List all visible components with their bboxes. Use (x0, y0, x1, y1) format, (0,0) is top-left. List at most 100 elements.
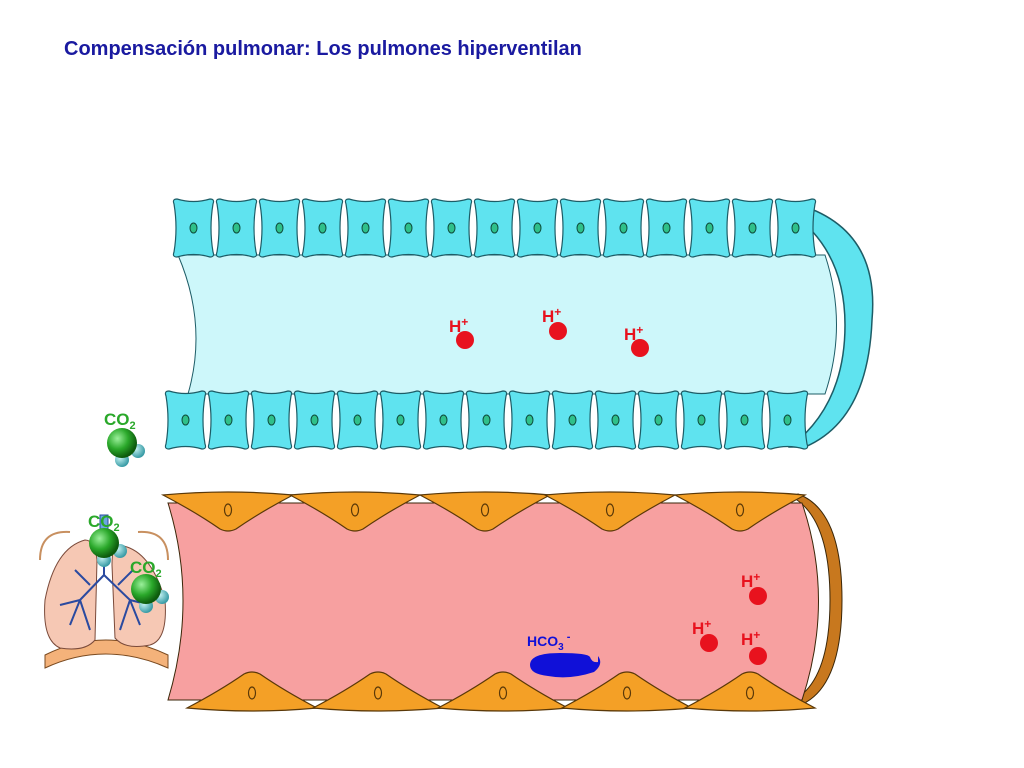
svg-text:H+: H+ (449, 315, 468, 336)
endothelial-cell (559, 671, 695, 712)
cell-nucleus (498, 686, 508, 700)
chest-wall (39, 530, 169, 561)
tubule-cell (215, 198, 258, 258)
co2-molecule-lung-right: CO2 (130, 558, 169, 613)
cell-nucleus (267, 414, 276, 426)
cell-nucleus (662, 222, 671, 234)
bicarbonate-ion: HCO3- (527, 631, 601, 678)
h-plus-sign: + (554, 305, 561, 319)
cell-nucleus (611, 414, 620, 426)
cell-nucleus (318, 222, 327, 234)
cell-nucleus (740, 414, 749, 426)
tubule-cell (723, 390, 766, 450)
tubule-cell (731, 198, 774, 258)
co2-carbon-atom (89, 528, 119, 558)
cell-nucleus (439, 414, 448, 426)
endothelial-cell (417, 491, 553, 532)
cell-nucleus (525, 414, 534, 426)
h-plus-sign: + (461, 315, 468, 329)
cell-nucleus (247, 686, 257, 700)
tubule-cell (766, 390, 809, 450)
cell-nucleus (533, 222, 542, 234)
tubule-lumen (177, 254, 837, 395)
tubule-cell (473, 198, 516, 258)
endothelial-cell (160, 491, 296, 532)
tubule-cell (387, 198, 430, 258)
cell-nucleus (576, 222, 585, 234)
cell-nucleus (482, 414, 491, 426)
tubule-cell (258, 198, 301, 258)
hydrogen-ion-tubule-1: H+ (449, 315, 474, 349)
cell-nucleus (373, 686, 383, 700)
hydrogen-ion-vessel-2: H+ (692, 617, 718, 652)
endothelial-cell (435, 671, 571, 712)
h-label: H (741, 630, 753, 649)
left-lung (44, 539, 98, 650)
cell-nucleus (622, 686, 632, 700)
cell-nucleus (748, 222, 757, 234)
tubule-cell (379, 390, 422, 450)
tubule-cell (774, 198, 817, 258)
tubule-top-cell-row (172, 198, 817, 258)
cell-nucleus (480, 503, 490, 517)
tubule-cell (250, 390, 293, 450)
cell-nucleus (490, 222, 499, 234)
h-plus-sign: + (753, 570, 760, 584)
tubule-cell (551, 390, 594, 450)
svg-text:H+: H+ (692, 617, 711, 638)
tubule-cell (688, 198, 731, 258)
cell-nucleus (404, 222, 413, 234)
h-label: H (542, 307, 554, 326)
h-label: H (741, 572, 753, 591)
cell-nucleus (232, 222, 241, 234)
co2-lung-right-label: CO (130, 558, 156, 577)
co2-carbon-atom (131, 574, 161, 604)
hco3-subscript: 3 (558, 642, 564, 653)
h-plus-sign: + (636, 323, 643, 337)
cell-nucleus (735, 503, 745, 517)
co2-carbon-atom (107, 428, 137, 458)
tubule-cell (293, 390, 336, 450)
tubule-cell (602, 198, 645, 258)
vessel-lumen (167, 502, 819, 701)
cell-nucleus (361, 222, 370, 234)
endothelial-bottom-row (184, 671, 818, 712)
hydrogen-ion-tubule-3: H+ (624, 323, 649, 357)
svg-text:CO2: CO2 (88, 512, 120, 534)
endothelial-cell (672, 491, 808, 532)
cell-nucleus (310, 414, 319, 426)
co2-lung-top-subscript: 2 (114, 522, 120, 534)
cell-nucleus (275, 222, 284, 234)
tubule-cell (508, 390, 551, 450)
svg-text:H+: H+ (741, 628, 760, 649)
cell-nucleus (350, 503, 360, 517)
endothelial-cell (682, 671, 818, 712)
cell-nucleus (605, 503, 615, 517)
tubule-cell (430, 198, 473, 258)
svg-text:CO2: CO2 (130, 558, 162, 580)
tubule-cell (344, 198, 387, 258)
endothelial-cell (542, 491, 678, 532)
cell-nucleus (745, 686, 755, 700)
hco3-label: HCO (527, 633, 558, 649)
endothelial-cell (310, 671, 446, 712)
hydrogen-ion-vessel-3: H+ (741, 628, 767, 665)
h-label: H (624, 325, 636, 344)
cell-nucleus (447, 222, 456, 234)
tubule-cell (164, 390, 207, 450)
hco3-charge: - (567, 631, 571, 643)
tubule-cell (559, 198, 602, 258)
cell-nucleus (181, 414, 190, 426)
tubule-cell (645, 198, 688, 258)
co2-lung-top-label: CO (88, 512, 114, 531)
endothelial-cell (184, 671, 320, 712)
cell-nucleus (224, 414, 233, 426)
tubule-cell (172, 198, 215, 258)
cell-nucleus (223, 503, 233, 517)
cell-nucleus (697, 414, 706, 426)
svg-text:H+: H+ (741, 570, 760, 591)
blood-vessel (160, 491, 843, 712)
bicarbonate-shape (530, 653, 601, 678)
endothelial-top-row (160, 491, 808, 532)
